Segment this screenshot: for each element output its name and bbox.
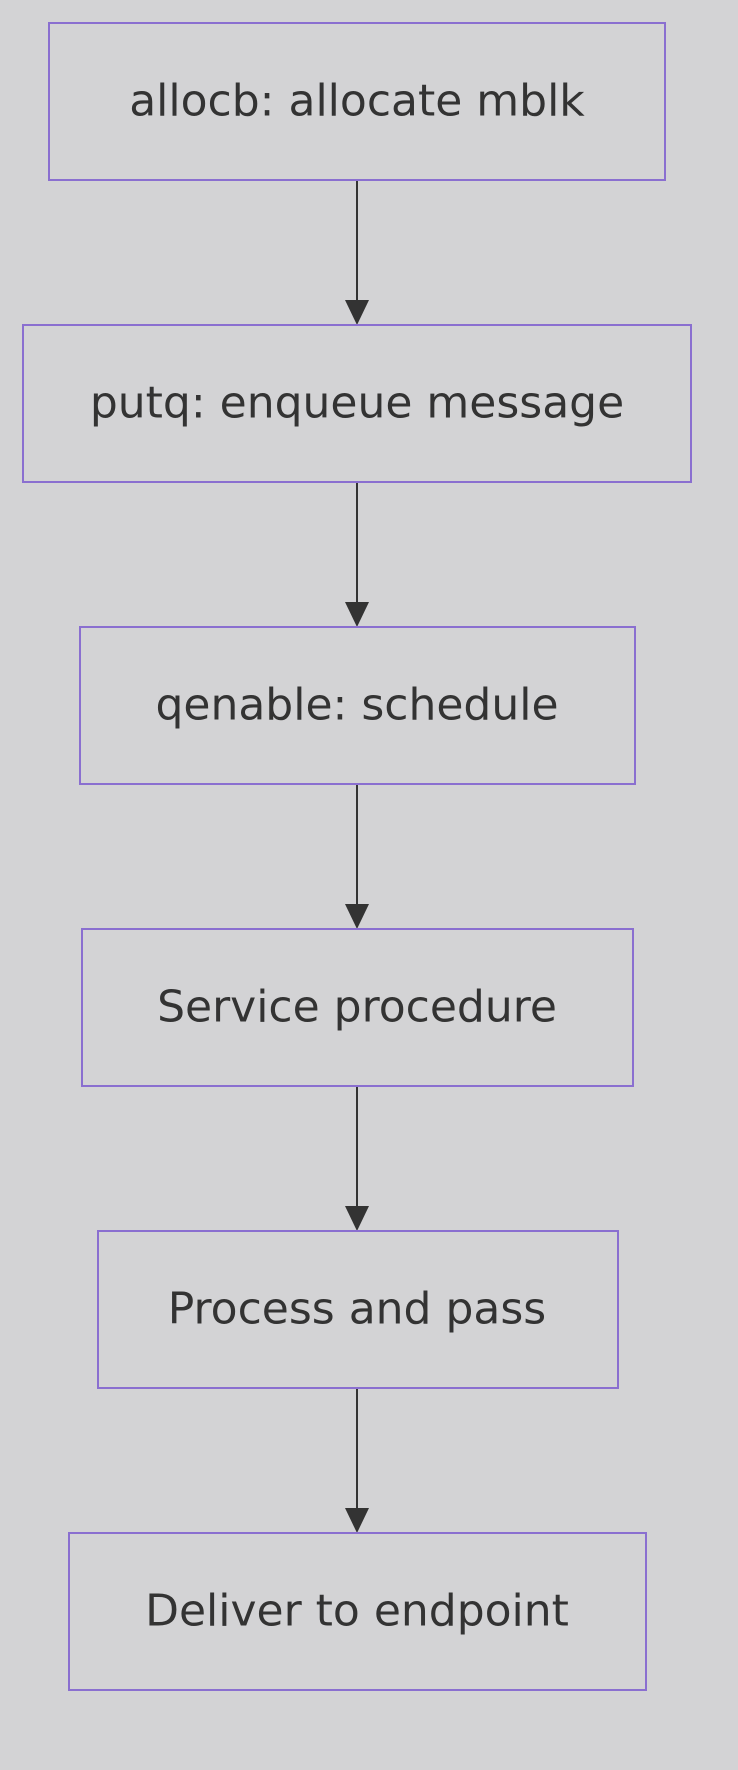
node-allocb-allocate-mblk: allocb: allocate mblk bbox=[48, 22, 666, 181]
edge-arrow bbox=[345, 784, 369, 929]
arrowhead-icon bbox=[345, 904, 369, 929]
node-qenable-schedule: qenable: schedule bbox=[79, 626, 636, 785]
node-box bbox=[68, 1532, 647, 1691]
node-label: Process and pass bbox=[168, 1284, 546, 1335]
node-box bbox=[81, 928, 634, 1087]
node-box bbox=[97, 1230, 619, 1389]
edge-arrow bbox=[345, 1086, 369, 1231]
edge-arrow bbox=[345, 482, 369, 627]
node-deliver-to-endpoint: Deliver to endpoint bbox=[68, 1532, 647, 1691]
node-label: Deliver to endpoint bbox=[145, 1586, 569, 1637]
arrowhead-icon bbox=[345, 1206, 369, 1231]
node-process-and-pass: Process and pass bbox=[97, 1230, 619, 1389]
edge-arrow bbox=[345, 1388, 369, 1533]
node-putq-enqueue-message: putq: enqueue message bbox=[22, 324, 692, 483]
arrowhead-icon bbox=[345, 602, 369, 627]
node-service-procedure: Service procedure bbox=[81, 928, 634, 1087]
nodes-layer: allocb: allocate mblk putq: enqueue messa… bbox=[22, 22, 692, 1691]
arrowhead-icon bbox=[345, 300, 369, 325]
node-box bbox=[48, 22, 666, 181]
edge-arrow bbox=[345, 180, 369, 325]
node-label: allocb: allocate mblk bbox=[129, 76, 585, 127]
node-label: putq: enqueue message bbox=[90, 378, 624, 429]
node-label: Service procedure bbox=[157, 982, 557, 1033]
node-box bbox=[79, 626, 636, 785]
arrowhead-icon bbox=[345, 1508, 369, 1533]
node-box bbox=[22, 324, 692, 483]
edges-layer bbox=[345, 180, 369, 1533]
node-label: qenable: schedule bbox=[155, 680, 558, 731]
